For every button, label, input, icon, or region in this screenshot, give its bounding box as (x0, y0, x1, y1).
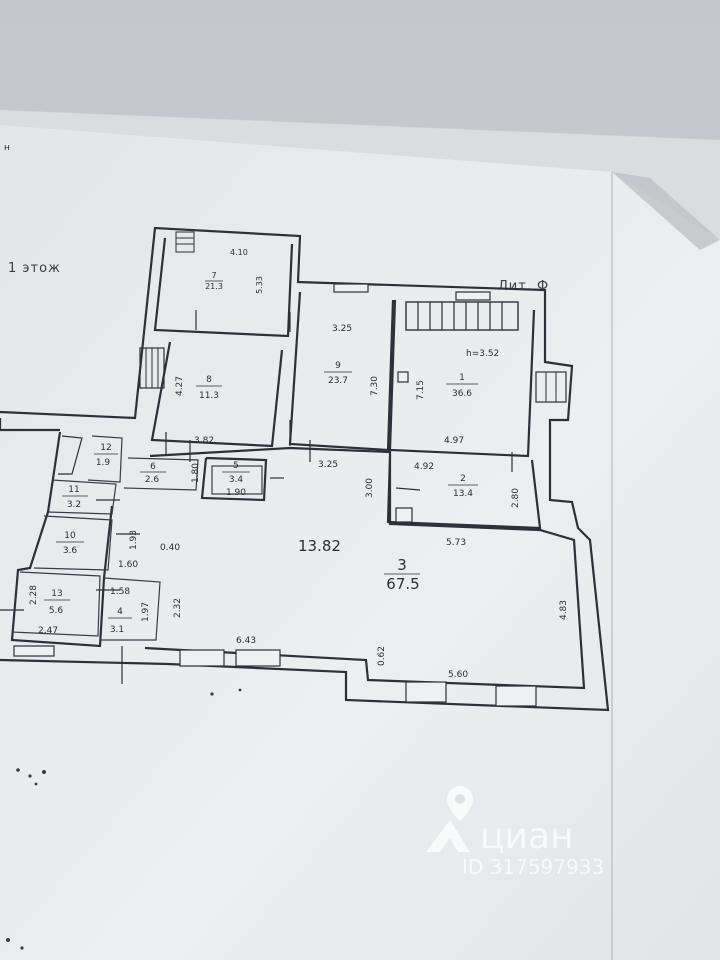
dimension-ticks (0, 310, 513, 684)
svg-text:5.6: 5.6 (49, 606, 64, 616)
dim-1-80: 1.80 (191, 463, 201, 483)
paper-sheet (0, 125, 720, 960)
svg-text:21.3: 21.3 (205, 282, 223, 291)
dim-0-62: 0.62 (377, 646, 387, 666)
dim-2-28: 2.28 (29, 585, 39, 605)
room-9-label: 9 23.7 (324, 361, 352, 386)
svg-text:7: 7 (211, 271, 216, 280)
watermark: циан ID 317597933 (426, 786, 604, 879)
dim-4-92: 4.92 (414, 462, 434, 472)
room-13-label: 13 5.6 (44, 589, 70, 616)
room-2-label: 2 13.4 (448, 474, 478, 499)
dim-4-83: 4.83 (559, 600, 569, 620)
watermark-brand: циан (480, 816, 574, 857)
dim-6-43: 6.43 (236, 636, 256, 646)
dim-1-93: 1.93 (129, 530, 139, 550)
cian-logo-icon (426, 820, 470, 852)
room-4-label: 4 3.1 (108, 607, 132, 635)
dim-1-90: 1.90 (226, 488, 246, 498)
svg-text:8: 8 (206, 375, 212, 385)
room-12-label: 12 1.9 (94, 443, 118, 468)
dim-0-40: 0.40 (160, 543, 180, 553)
dim-3-25-mid: 3.25 (318, 460, 338, 470)
dim-1-58: 1.58 (110, 587, 130, 597)
dimension-labels: 4.10 5.33 3.25 7.30 7.15 4.97 4.27 3.82 … (29, 248, 569, 680)
svg-text:10: 10 (64, 531, 76, 541)
dim-1-97: 1.97 (141, 602, 151, 622)
room-11-label: 11 3.2 (62, 485, 88, 510)
dim-4-10: 4.10 (230, 248, 248, 257)
dim-5-73: 5.73 (446, 538, 466, 548)
svg-text:4: 4 (117, 607, 123, 617)
svg-text:3: 3 (397, 556, 407, 574)
dim-13-82: 13.82 (298, 537, 341, 555)
room-10-label: 10 3.6 (56, 531, 84, 556)
dim-7-30: 7.30 (370, 376, 380, 396)
room-3-label: 3 67.5 (384, 556, 420, 593)
svg-text:6: 6 (150, 462, 156, 472)
svg-text:67.5: 67.5 (386, 575, 419, 593)
dim-2-80: 2.80 (511, 488, 521, 508)
svg-text:3.4: 3.4 (229, 475, 244, 485)
paper-shadow (612, 172, 720, 250)
pen-marks (6, 688, 242, 950)
svg-text:1.9: 1.9 (96, 458, 111, 468)
dim-5-33: 5.33 (255, 276, 264, 294)
svg-text:23.7: 23.7 (328, 376, 348, 386)
room-8-label: 8 11.3 (196, 375, 222, 401)
svg-text:9: 9 (335, 361, 341, 371)
svg-text:12: 12 (100, 443, 111, 453)
windows (13, 283, 537, 707)
stairs (58, 231, 567, 475)
room-6-label: 6 2.6 (140, 462, 166, 485)
watermark-id: ID 317597933 (462, 855, 604, 879)
lit-label: Лит. Ф (498, 279, 549, 294)
svg-text:11: 11 (68, 485, 79, 495)
svg-text:3.1: 3.1 (110, 625, 124, 635)
height-note: h=3.52 (466, 349, 499, 359)
dim-3-82: 3.82 (194, 436, 214, 446)
svg-text:3.6: 3.6 (63, 546, 78, 556)
corner-mark: н (4, 143, 10, 153)
svg-text:5: 5 (233, 461, 239, 471)
svg-text:13.4: 13.4 (453, 489, 473, 499)
dim-3-00: 3.00 (365, 478, 375, 498)
room-1-label: 1 36.6 (446, 373, 478, 399)
location-pin-icon (447, 786, 473, 821)
dim-1-60: 1.60 (118, 560, 138, 570)
dim-7-15: 7.15 (416, 380, 426, 400)
dim-5-60: 5.60 (448, 670, 468, 680)
svg-text:3.2: 3.2 (67, 500, 81, 510)
svg-text:1: 1 (459, 373, 465, 383)
room-labels: 7 21.3 9 23.7 1 36.6 8 11.3 12 1.9 11 3.… (44, 271, 478, 635)
svg-text:36.6: 36.6 (452, 389, 472, 399)
floor-label: 1 этож (8, 261, 61, 276)
dim-4-27: 4.27 (175, 376, 185, 396)
room-5-label: 5 3.4 (222, 461, 250, 485)
dim-2-32: 2.32 (173, 598, 183, 618)
dim-2-47: 2.47 (38, 626, 58, 636)
svg-text:11.3: 11.3 (199, 391, 219, 401)
room-7-label: 7 21.3 (205, 271, 223, 291)
svg-text:2.6: 2.6 (145, 475, 160, 485)
svg-text:13: 13 (51, 589, 62, 599)
dim-4-97: 4.97 (444, 436, 464, 446)
svg-text:2: 2 (460, 474, 466, 484)
dim-3-25-top: 3.25 (332, 324, 352, 334)
walls (0, 226, 610, 712)
